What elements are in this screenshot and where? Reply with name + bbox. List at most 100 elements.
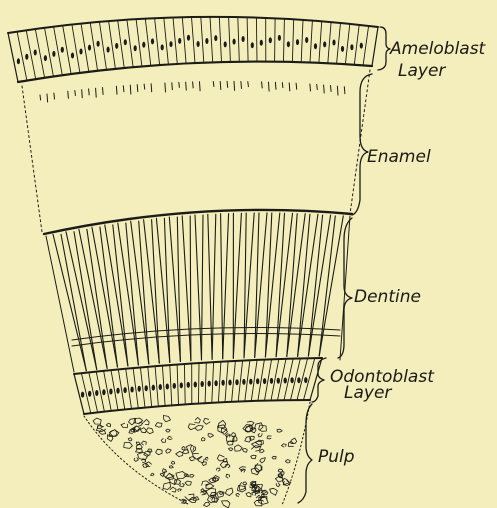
- enamel-region: [22, 70, 370, 232]
- pulp-cell: [106, 423, 111, 426]
- ameloblast-nucleus: [323, 41, 326, 47]
- pulp-cell: [291, 438, 297, 444]
- odontoblast-nucleus: [221, 380, 224, 386]
- dentinal-tubule: [182, 216, 191, 361]
- ameloblast-cell-wall: [328, 22, 331, 63]
- ameloblast-cell-wall: [127, 20, 133, 68]
- pulp-cell: [183, 450, 189, 454]
- odontoblast-cell-wall: [155, 366, 158, 406]
- pulp-cell: [225, 488, 233, 496]
- odontoblast-nucleus: [152, 385, 155, 391]
- pulp-cell: [242, 448, 247, 452]
- odontoblast-nucleus: [123, 387, 126, 393]
- enamel-rod-mark: [137, 85, 138, 92]
- pulp-cell: [223, 459, 227, 462]
- odontoblast-brace: [312, 358, 326, 402]
- enamel-rod-mark: [151, 84, 152, 92]
- enamel-rod-mark: [324, 85, 325, 93]
- pulp-cell: [220, 492, 224, 495]
- enamel-rod-mark: [54, 93, 55, 99]
- dentinal-tubule: [265, 213, 271, 357]
- odontoblast-nucleus: [235, 379, 238, 385]
- enamel-rod-mark: [47, 94, 48, 102]
- pulp-cell: [260, 449, 265, 453]
- ameloblast-cell-wall: [256, 18, 257, 62]
- ameloblast-nucleus: [88, 45, 91, 51]
- ameloblast-label-line1: Ameloblast: [390, 40, 485, 59]
- pulp-cell: [93, 418, 101, 424]
- odontoblast-nucleus: [277, 378, 280, 384]
- ameloblast-cell-wall: [173, 17, 177, 64]
- ameloblast-nucleus: [305, 37, 308, 43]
- enamel-rod-mark: [130, 85, 131, 94]
- odontoblast-label-line2: Layer: [344, 384, 391, 403]
- pulp-cell: [182, 447, 185, 450]
- pulp-cell: [161, 439, 165, 443]
- enamel-rod-mark: [220, 82, 221, 90]
- ameloblast-cell-wall: [345, 24, 349, 64]
- ameloblast-cell-wall: [109, 21, 116, 69]
- enamel-rod-mark: [75, 91, 76, 96]
- ameloblast-cell-wall: [219, 17, 221, 62]
- pulp-cell: [136, 442, 140, 445]
- pulp-cell: [142, 441, 147, 445]
- dentinal-tubule: [208, 214, 212, 359]
- ameloblast-cell-wall: [363, 26, 369, 65]
- odontoblast-nucleus: [145, 385, 148, 391]
- pulp-cell: [121, 423, 128, 428]
- ameloblast-cell-wall: [319, 21, 322, 63]
- odontoblast-nucleus: [249, 379, 252, 385]
- ameloblast-cell-wall: [45, 28, 54, 77]
- ameloblast-nucleus: [25, 54, 28, 60]
- pulp-brace: [298, 404, 312, 503]
- ameloblast-nucleus: [97, 41, 100, 47]
- odontoblast-nucleus: [290, 377, 293, 383]
- ameloblast-cell-wall: [229, 17, 231, 62]
- pulp-cell: [272, 456, 276, 459]
- ameloblast-cell-wall: [337, 23, 341, 64]
- odontoblast-nucleus: [130, 387, 133, 393]
- pulp-cell: [251, 455, 256, 459]
- ameloblast-nucleus: [142, 42, 145, 48]
- enamel-rod-mark: [282, 83, 283, 88]
- enamel-rod-mark: [337, 86, 338, 95]
- pulp-cell: [163, 416, 170, 422]
- enamel-rod-mark: [317, 85, 318, 90]
- pulp-cell: [190, 475, 194, 478]
- dentinal-tubule: [195, 215, 202, 360]
- dentinal-tubule: [233, 213, 241, 358]
- enamel-rod-mark: [186, 82, 187, 90]
- enamel-rod-mark: [123, 86, 124, 92]
- odontoblast-nucleus: [173, 383, 176, 389]
- pulp-region: [84, 402, 310, 508]
- odontoblast-cell-wall: [133, 368, 138, 408]
- pulp-label: Pulp: [318, 448, 355, 467]
- pulp-cell: [146, 428, 153, 434]
- pulp-cell: [185, 481, 191, 485]
- enamel-rod-mark: [82, 90, 83, 98]
- dentinal-tubule: [221, 214, 223, 359]
- ameloblast-cell-wall: [145, 19, 151, 66]
- ameloblast-nucleus: [161, 44, 164, 50]
- ameloblast-nucleus: [34, 50, 37, 56]
- ameloblast-nucleus: [242, 36, 245, 42]
- pulp-cell: [276, 483, 280, 486]
- enamel-label: Enamel: [367, 148, 431, 167]
- ameloblast-nucleus: [79, 49, 82, 55]
- odontoblast-nucleus: [228, 380, 231, 386]
- pulp-cell: [258, 434, 262, 437]
- dentinal-tubule: [212, 214, 216, 359]
- ameloblast-cell-wall: [182, 17, 186, 63]
- ameloblast-cell-wall: [155, 18, 160, 65]
- enamel-rod-mark: [40, 95, 41, 100]
- label-braces: [298, 27, 390, 503]
- pulp-cell: [151, 473, 154, 475]
- ameloblast-nucleus: [314, 43, 317, 49]
- pulp-cell: [208, 434, 213, 438]
- pulp-cell: [109, 430, 119, 437]
- odontoblast-nucleus: [159, 384, 162, 390]
- ameloblast-cell-wall: [292, 19, 293, 62]
- pulp-cell: [236, 493, 240, 496]
- ameloblast-cell-wall: [354, 25, 359, 65]
- pulp-cell: [205, 457, 208, 460]
